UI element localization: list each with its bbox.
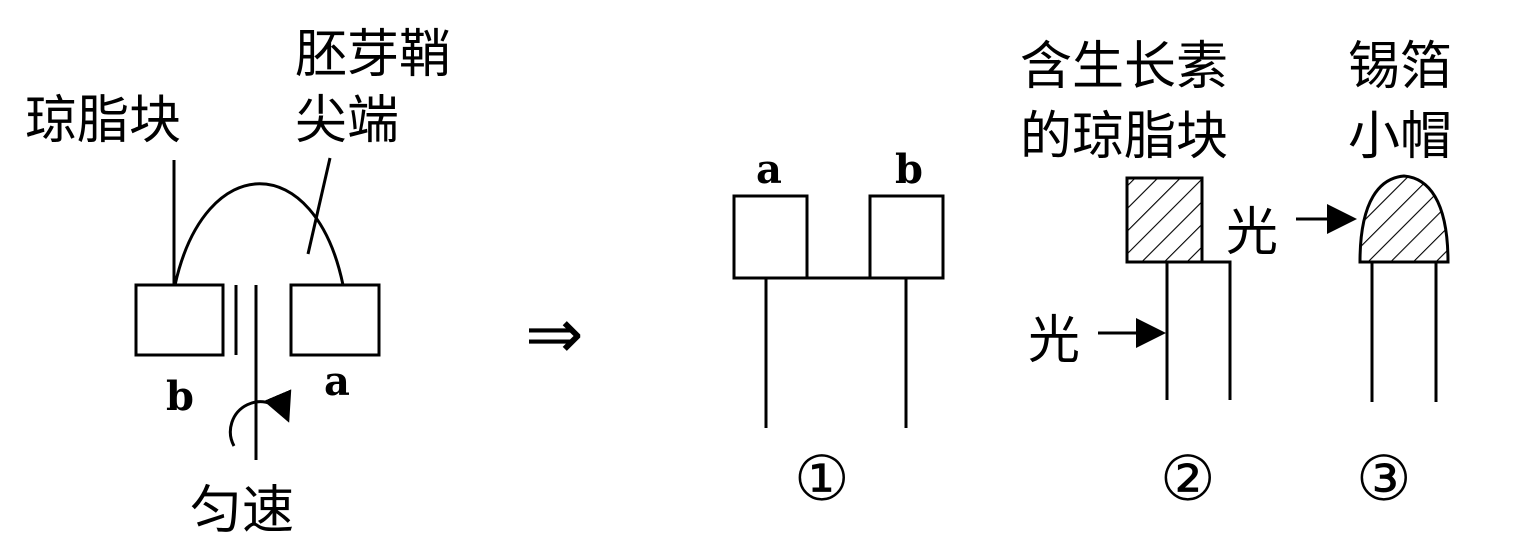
exp2-label-line1: 含生长素	[1020, 37, 1228, 97]
implies-arrow-icon: ⇒	[525, 293, 584, 375]
exp1-label-a: a	[756, 146, 782, 193]
coleoptile-tip	[173, 182, 345, 286]
agar-block-b	[134, 283, 225, 357]
agar-block-a	[289, 283, 381, 357]
exp2-label-line2: 的琼脂块	[1020, 107, 1228, 167]
exp2-light-label-upper: 光	[1226, 203, 1278, 263]
exp3-tinfoil-cap	[1358, 174, 1450, 264]
exp1-block-b	[868, 194, 945, 280]
block-a-label: a	[324, 358, 350, 405]
exp1-label-b: b	[895, 146, 923, 193]
experiment-1: a b ①	[732, 146, 945, 515]
exp2-coleoptile	[1165, 260, 1232, 400]
exp2-auxin-agar-block	[1125, 176, 1204, 264]
block-b-label: b	[166, 373, 194, 420]
exp1-number: ①	[794, 442, 850, 515]
coleoptile-tip-label-line2: 尖端	[295, 91, 399, 151]
experiment-3: 锡箔 小帽 ③	[1296, 37, 1452, 515]
exp2-light-label: 光	[1028, 311, 1080, 371]
uniform-rotation-label: 匀速	[190, 481, 294, 541]
exp2-number: ②	[1160, 442, 1216, 515]
experiment-2: 含生长素 的琼脂块 光 光 ②	[1020, 37, 1278, 515]
coleoptile-tip-label-line1: 胚芽鞘	[295, 25, 451, 85]
exp3-label-line2: 小帽	[1348, 107, 1452, 167]
exp3-label-line1: 锡箔	[1348, 37, 1452, 97]
rotating-setup: 琼脂块 胚芽鞘 尖端 b a 匀速	[25, 25, 451, 541]
tip-leader-line	[306, 157, 332, 255]
agar-block-label: 琼脂块	[25, 91, 181, 151]
exp3-number: ③	[1356, 442, 1412, 515]
exp1-block-a	[732, 194, 809, 280]
rotation-arrow-icon	[228, 389, 292, 447]
